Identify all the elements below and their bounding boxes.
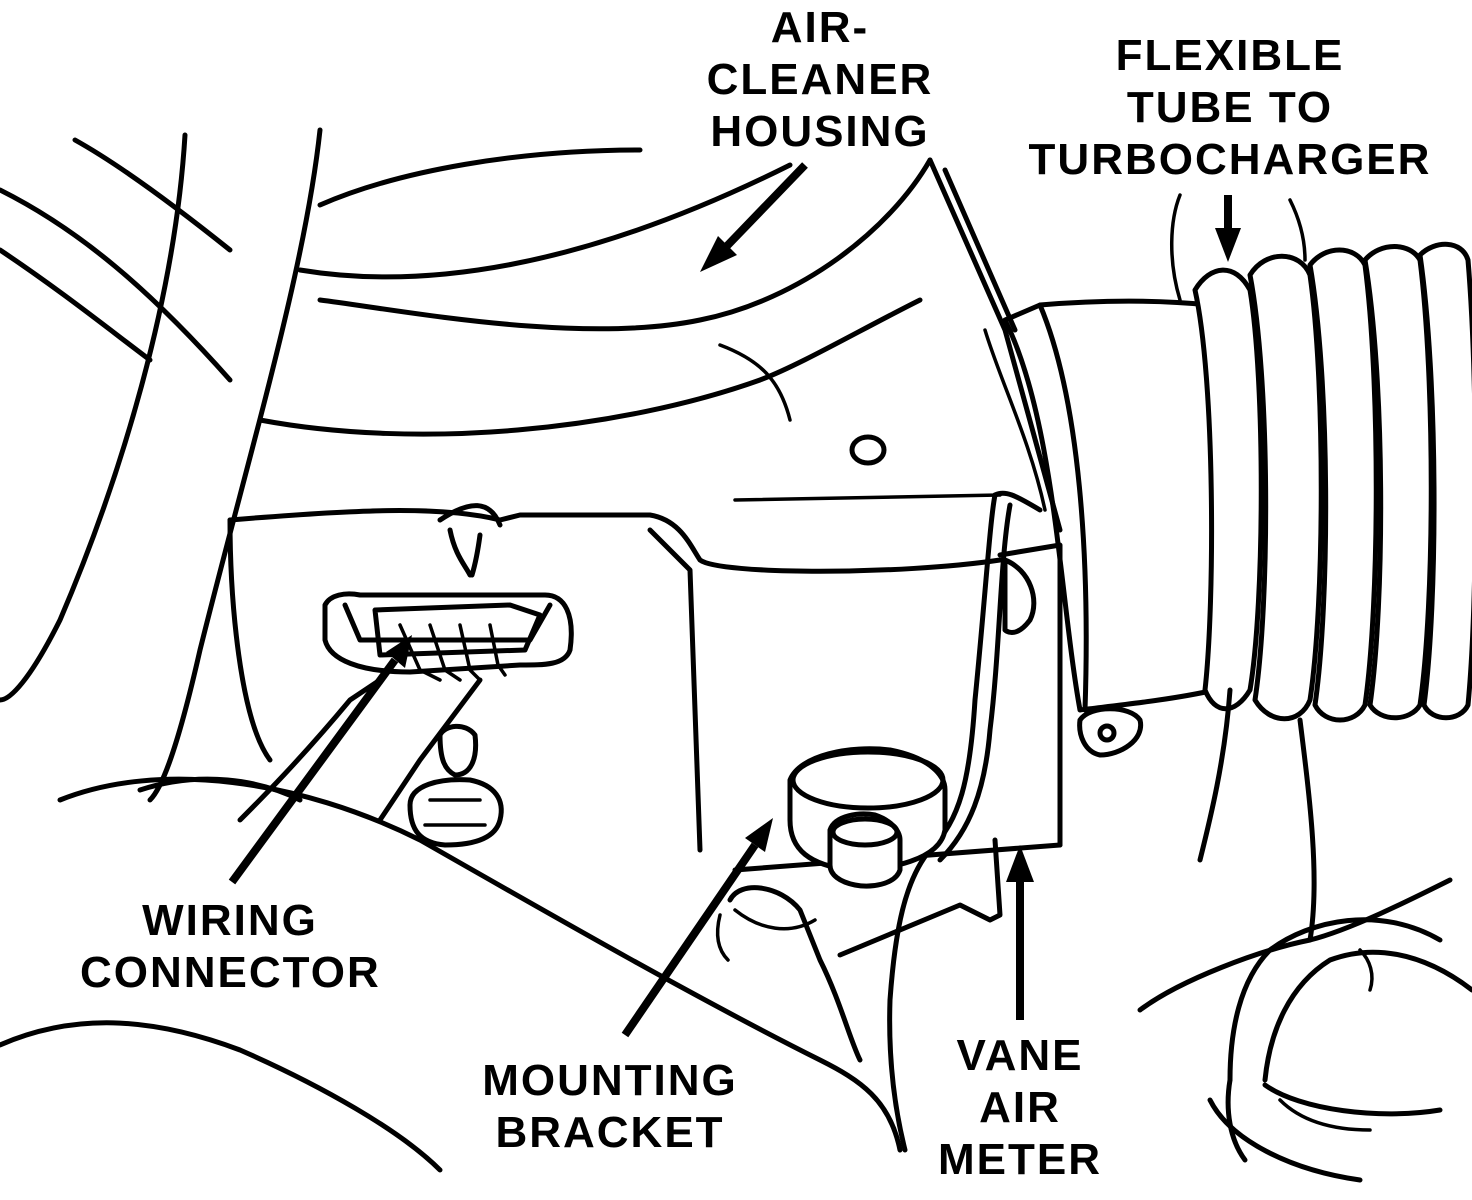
label-line: CLEANER	[706, 55, 934, 104]
label-line: TUBE TO	[1126, 83, 1334, 132]
arrow-wiring-connector	[228, 657, 399, 885]
label-line: CONNECTOR	[80, 948, 381, 997]
label-line: WIRING	[142, 896, 318, 945]
label-line: AIR-	[770, 3, 870, 52]
engine-lower-contours	[0, 517, 1453, 1173]
label-vane-air-meter: VANE AIR METER	[935, 1030, 1105, 1186]
tube-coupling	[1002, 298, 1233, 758]
label-line: AIR	[979, 1083, 1061, 1132]
mounting-bracket-part	[715, 746, 1003, 1063]
wiring-connector-part	[237, 591, 574, 823]
label-line: METER	[938, 1135, 1102, 1184]
label-line: FLEXIBLE	[1115, 31, 1345, 80]
label-line: VANE	[956, 1031, 1084, 1080]
label-air-cleaner-housing: AIR- CLEANER HOUSING	[700, 2, 940, 158]
lower-fasteners	[407, 723, 504, 848]
arrow-mounting-bracket	[621, 842, 759, 1038]
label-line: HOUSING	[710, 107, 930, 156]
air-cleaner-housing	[227, 147, 1003, 578]
arrow-air-cleaner	[722, 162, 808, 251]
callout-arrows	[228, 162, 1241, 1038]
label-line: MOUNTING	[482, 1056, 738, 1105]
fender-lines	[0, 127, 323, 803]
flexible-tube-bellows	[1170, 193, 1472, 723]
label-mounting-bracket: MOUNTING BRACKET	[470, 1055, 750, 1159]
lower-right-pipe	[1207, 917, 1472, 1183]
label-line: BRACKET	[495, 1108, 725, 1157]
label-line: TURBOCHARGER	[1028, 135, 1432, 184]
label-flexible-tube: FLEXIBLE TUBE TO TURBOCHARGER	[1020, 30, 1440, 186]
label-wiring-connector: WIRING CONNECTOR	[80, 895, 380, 999]
